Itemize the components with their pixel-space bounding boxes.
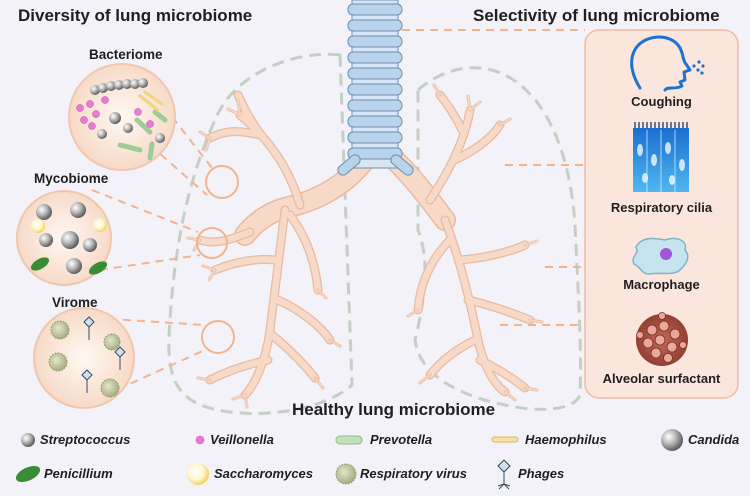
bacteriome-label: Bacteriome [89,47,163,62]
legend-label-haemophilus: Haemophilus [525,432,607,447]
legend-label-penicillium: Penicillium [44,466,113,481]
mycobiome-label: Mycobiome [34,171,109,186]
sample-markers [196,165,239,354]
defense-label-macrophage: Macrophage [623,277,700,292]
left-lung-outline [167,52,354,415]
connector-lines [91,29,585,396]
legend-label-phages: Phages [518,466,565,481]
virome-label: Virome [52,295,98,310]
legend-icons [15,429,683,490]
virome-circle [33,307,135,409]
defense-label-cilia: Respiratory cilia [610,200,713,215]
legend-label-saccharomyces: Saccharomyces [214,466,314,481]
defense-label-coughing: Coughing [631,94,692,109]
cilia-icon [633,122,689,192]
trachea [337,0,414,176]
legend-label-respiratory-virus: Respiratory virus [360,466,467,481]
mycobiome-circle [16,190,112,286]
macrophage-icon [632,237,689,275]
alveolus-icon [636,312,688,366]
bacteriome-circle [68,63,176,171]
legend-label-veillonella: Veillonella [210,432,274,447]
defense-panel [584,29,739,399]
center-caption: Healthy lung microbiome [292,400,496,419]
right-title: Selectivity of lung microbiome [473,6,720,25]
defense-label-surfactant: Alveolar surfactant [602,371,721,386]
bronchial-tree [186,83,544,409]
legend-label-streptococcus: Streptococcus [40,432,131,447]
legend-label-prevotella: Prevotella [370,432,433,447]
coughing-head-icon [630,35,705,92]
right-lung-outline [413,66,583,411]
left-title: Diversity of lung microbiome [18,6,253,25]
legend-label-candida: Candida [688,432,740,447]
